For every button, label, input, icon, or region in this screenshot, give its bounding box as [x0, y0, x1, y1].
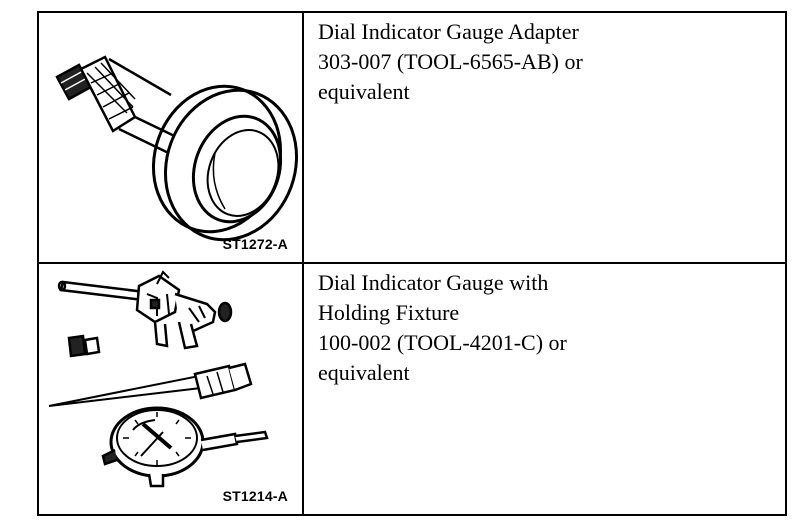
gauge-adapter-illustration — [55, 55, 299, 242]
tool-description: Dial Indicator Gauge Adapter 303-007 (TO… — [304, 13, 785, 107]
tool-description-cell: Dial Indicator Gauge Adapter 303-007 (TO… — [302, 11, 787, 264]
tool-description: Dial Indicator Gauge with Holding Fixtur… — [304, 264, 785, 388]
tool-number-line: 303-007 (TOOL-6565-AB) or — [318, 49, 583, 74]
figure-reference: ST1214-A — [222, 488, 288, 504]
tool-name-line: Dial Indicator Gauge Adapter — [318, 19, 579, 44]
tool-illustration-cell: ST1214-A — [37, 262, 304, 516]
tool-description-cell: Dial Indicator Gauge with Holding Fixtur… — [302, 262, 787, 516]
table-row: ST1214-A Dial Indicator Gauge with Holdi… — [37, 262, 787, 516]
tool-equivalent-line: equivalent — [318, 79, 410, 104]
tool-equivalent-line: equivalent — [318, 360, 410, 385]
tool-name-line: Holding Fixture — [318, 300, 460, 325]
figure-reference: ST1272-A — [222, 236, 288, 252]
tool-number-line: 100-002 (TOOL-4201-C) or — [318, 330, 567, 355]
tool-name-line: Dial Indicator Gauge with — [318, 270, 549, 295]
special-tools-table: ST1272-A Dial Indicator Gauge Adapter 30… — [37, 11, 787, 516]
tool-illustration-cell: ST1272-A — [37, 11, 304, 264]
dial-indicator-illustration — [48, 270, 269, 488]
table-row: ST1272-A Dial Indicator Gauge Adapter 30… — [37, 11, 787, 264]
